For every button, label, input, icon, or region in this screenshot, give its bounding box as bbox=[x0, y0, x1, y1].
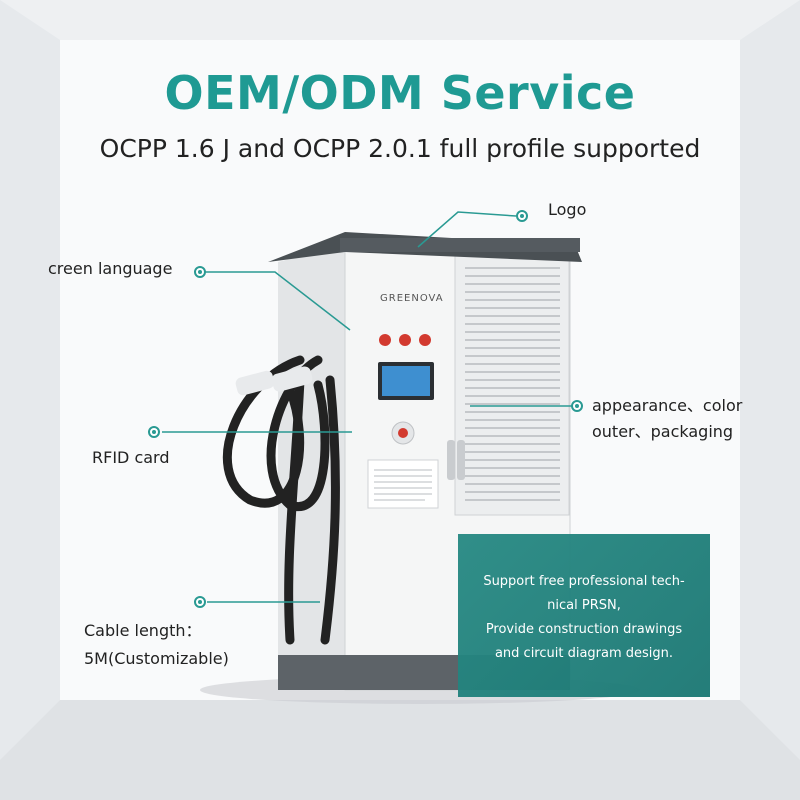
callout-dot-screen-icon bbox=[194, 266, 206, 278]
info-line-3: Provide construction drawings bbox=[485, 622, 683, 637]
callout-dot-logo-icon bbox=[516, 210, 528, 222]
charger-brand-logo: GREENOVA bbox=[380, 293, 444, 304]
page-title: OEM/ODM Service bbox=[164, 66, 636, 120]
info-line-2: nical PRSN, bbox=[547, 598, 621, 613]
callout-cable-line1: Cable length： bbox=[84, 621, 202, 640]
callout-dot-rfid-icon bbox=[148, 426, 160, 438]
info-box: Support free professional tech- nical PR… bbox=[458, 534, 710, 697]
callout-appearance-line2: outer、packaging bbox=[592, 422, 734, 441]
info-line-1: Support free professional tech- bbox=[483, 574, 685, 589]
callout-logo: Logo bbox=[548, 200, 587, 219]
callout-dot-cable-icon bbox=[194, 596, 206, 608]
callout-cable-line2: 5M(Customizable) bbox=[84, 649, 229, 668]
info-line-4: and circuit diagram design. bbox=[494, 646, 674, 661]
callout-screen-language: creen language bbox=[48, 259, 173, 278]
callout-dot-appearance-icon bbox=[571, 400, 583, 412]
callout-rfid: RFID card bbox=[92, 448, 170, 467]
callout-appearance-line1: appearance、color bbox=[592, 396, 743, 415]
page-subtitle: OCPP 1.6 J and OCPP 2.0.1 full profile s… bbox=[99, 134, 701, 163]
